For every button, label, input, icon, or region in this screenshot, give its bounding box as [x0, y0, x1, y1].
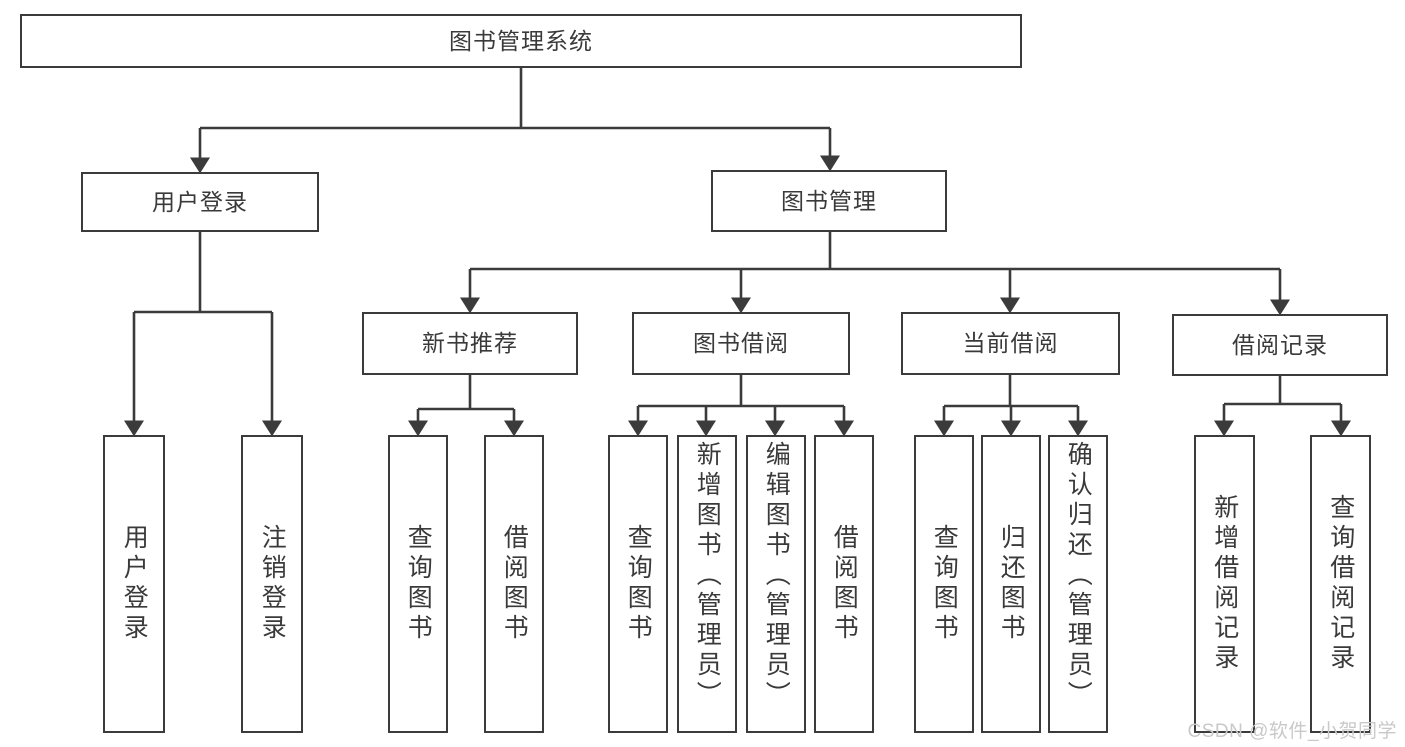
node-leaf-query-book-recommend[interactable]: 查询图书 [388, 435, 448, 733]
node-current-borrow[interactable]: 当前借阅 [901, 312, 1120, 375]
node-leaf-return-book[interactable]: 归还图书 [981, 435, 1041, 733]
node-book-management[interactable]: 图书管理 [711, 170, 947, 232]
node-label: 用户登录 [152, 188, 248, 215]
node-label: 注销登录 [258, 524, 287, 644]
node-leaf-confirm-return-admin[interactable]: 确认归还（管理员） [1048, 435, 1108, 733]
node-leaf-borrow-book[interactable]: 借阅图书 [814, 435, 874, 733]
node-leaf-user-login[interactable]: 用户登录 [103, 435, 165, 733]
node-label: 用户登录 [120, 524, 149, 644]
node-label: 确认归还（管理员） [1064, 441, 1093, 711]
node-leaf-query-book-current[interactable]: 查询图书 [914, 435, 974, 733]
node-leaf-logout[interactable]: 注销登录 [241, 435, 303, 733]
node-label: 借阅图书 [500, 524, 529, 644]
node-label: 图书借阅 [693, 330, 789, 356]
node-book-borrow[interactable]: 图书借阅 [632, 312, 850, 375]
node-label: 图书管理 [781, 187, 877, 214]
node-label: 借阅图书 [830, 524, 859, 644]
node-label: 查询图书 [404, 524, 433, 644]
node-label: 新增图书（管理员） [693, 441, 722, 711]
node-leaf-edit-book-admin[interactable]: 编辑图书（管理员） [746, 435, 806, 733]
node-leaf-query-borrow-record[interactable]: 查询借阅记录 [1310, 435, 1371, 733]
node-borrow-record[interactable]: 借阅记录 [1172, 314, 1388, 376]
node-leaf-query-book[interactable]: 查询图书 [608, 435, 668, 733]
node-label: 查询借阅记录 [1326, 494, 1355, 674]
node-label: 归还图书 [997, 524, 1026, 644]
node-label: 查询图书 [624, 524, 653, 644]
node-leaf-add-book-admin[interactable]: 新增图书（管理员） [677, 435, 737, 733]
node-leaf-add-borrow-record[interactable]: 新增借阅记录 [1194, 435, 1255, 733]
node-label: 新书推荐 [422, 330, 518, 356]
node-leaf-borrow-book-recommend[interactable]: 借阅图书 [484, 435, 544, 733]
node-root-book-management-system[interactable]: 图书管理系统 [20, 14, 1022, 68]
csdn-watermark: CSDN @软件_小贺同学 [1187, 721, 1397, 742]
node-label: 借阅记录 [1232, 331, 1328, 358]
node-label: 编辑图书（管理员） [762, 441, 791, 711]
node-label: 图书管理系统 [449, 27, 593, 54]
node-label: 查询图书 [930, 524, 959, 644]
node-new-book-recommend[interactable]: 新书推荐 [362, 312, 578, 375]
node-label: 新增借阅记录 [1210, 494, 1239, 674]
node-label: 当前借阅 [962, 330, 1059, 356]
node-user-login[interactable]: 用户登录 [81, 172, 319, 232]
